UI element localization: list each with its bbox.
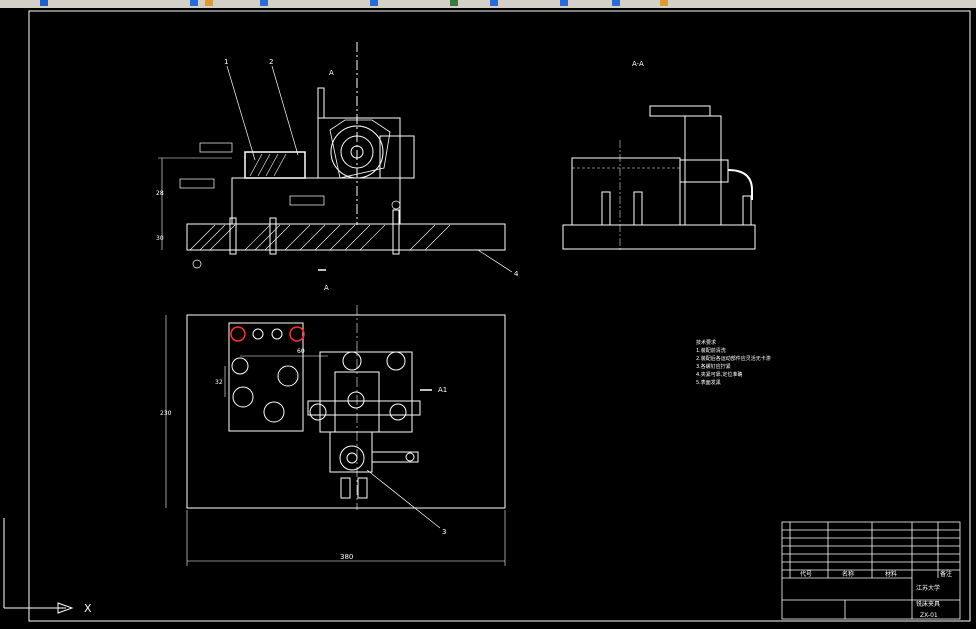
- toolbar-tool-4-icon[interactable]: [260, 0, 268, 6]
- notes-heading: 技术要求: [696, 339, 716, 346]
- toolbar-tool-6-icon[interactable]: [450, 0, 458, 6]
- note-line-1: 1.装配前清洗: [696, 347, 726, 354]
- side-view: A-A: [562, 60, 756, 250]
- dim-hole: 32: [215, 379, 223, 386]
- toolbar-tool-8-icon[interactable]: [560, 0, 568, 6]
- col-remark: 备注: [940, 570, 952, 578]
- col-name: 名称: [842, 570, 854, 578]
- title-code: ZX-01: [920, 612, 938, 619]
- col-code: 代号: [800, 570, 812, 578]
- note-line-4: 4.夹紧可靠,定位准确: [696, 371, 742, 378]
- dim-plan-height: 230: [160, 410, 172, 417]
- ucs-icon: X: [3, 518, 92, 615]
- toolbar-tool-9-icon[interactable]: [612, 0, 620, 6]
- balloon-2: 2: [269, 58, 273, 66]
- dim-height: 28: [156, 190, 164, 197]
- front-view: A A 1 2 4 28 30: [156, 42, 519, 292]
- technical-notes: 技术要求 1.装配前清洗 2.装配后各运动部件应灵活无卡滞 3.各螺钉应拧紧 4…: [696, 339, 771, 386]
- note-line-5: 5.表面发黑: [696, 379, 721, 386]
- dim-base: 30: [156, 235, 164, 242]
- ucs-x-label: X: [84, 602, 92, 615]
- drawing-frame: [28, 10, 971, 622]
- toolbar-tool-10-icon[interactable]: [660, 0, 668, 6]
- toolbar-tool-7-icon[interactable]: [490, 0, 498, 6]
- section-label-a: A: [329, 69, 334, 77]
- section-label-aa: A-A: [632, 60, 644, 68]
- plan-view: A1 3 380 230 32 60: [160, 305, 506, 566]
- toolbar-tool-1-icon[interactable]: [40, 0, 48, 6]
- title-block: 代号 名称 材料 备注 江苏大学 铣床夹具 ZX-01: [781, 521, 961, 620]
- balloon-3: 3: [442, 528, 446, 536]
- toolbar-tool-3-icon[interactable]: [205, 0, 213, 6]
- title-name: 铣床夹具: [916, 600, 940, 608]
- dim-plan-width: 380: [340, 553, 353, 561]
- note-line-3: 3.各螺钉应拧紧: [696, 363, 731, 370]
- note-line-2: 2.装配后各运动部件应灵活无卡滞: [696, 355, 771, 362]
- view-label-a1: A1: [438, 386, 447, 394]
- toolbar-tool-5-icon[interactable]: [370, 0, 378, 6]
- drawing-canvas[interactable]: A A 1 2 4 28 30 A-A: [0, 8, 976, 625]
- balloon-1: 1: [224, 58, 228, 66]
- view-label-bottom: A: [324, 284, 329, 292]
- dim-60: 60: [297, 348, 305, 355]
- toolbar-tool-2-icon[interactable]: [190, 0, 198, 6]
- title-school: 江苏大学: [916, 584, 940, 592]
- drawing-svg: A A 1 2 4 28 30 A-A: [3, 10, 971, 622]
- col-material: 材料: [885, 570, 897, 578]
- balloon-4: 4: [514, 270, 519, 278]
